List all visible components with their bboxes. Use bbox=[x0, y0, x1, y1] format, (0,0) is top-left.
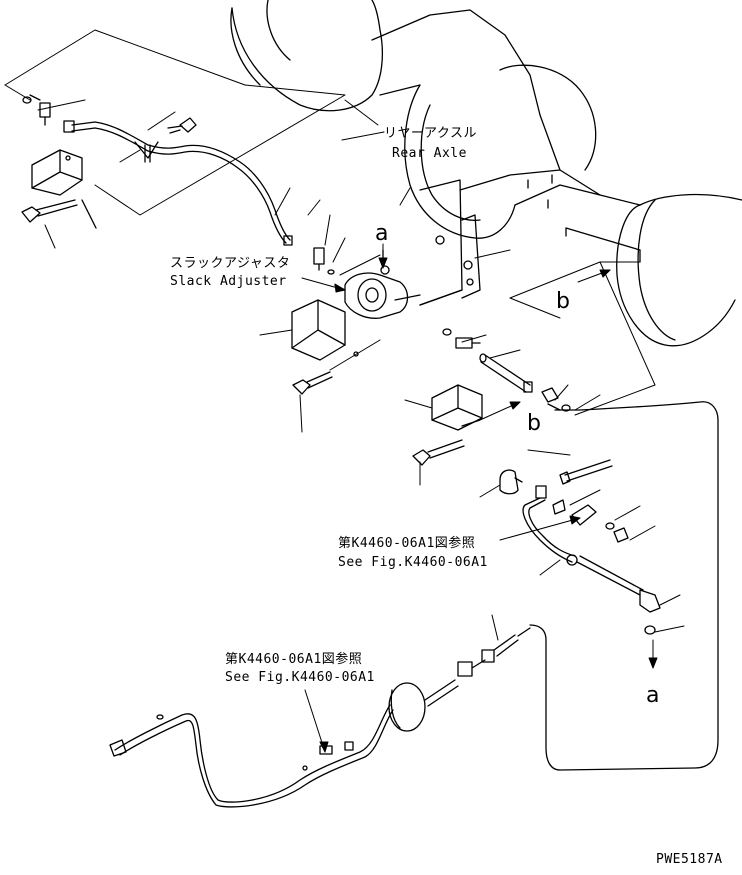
center-cover-plate bbox=[292, 300, 358, 360]
rear-axle-label-jp: リヤーアクスル bbox=[384, 126, 477, 141]
long-brake-line bbox=[530, 402, 718, 770]
adjuster-fittings bbox=[314, 248, 480, 348]
callout-arrows bbox=[302, 132, 657, 752]
right-bolt bbox=[413, 440, 464, 465]
left-cover-plate bbox=[32, 150, 82, 195]
see-fig-reference-1-jp: 第K4460-06A1図参照 bbox=[338, 536, 476, 551]
marker-b-right: b bbox=[556, 289, 570, 314]
short-pipe bbox=[480, 354, 570, 411]
right-clamp bbox=[500, 460, 628, 542]
drawing-number: PWE5187A bbox=[656, 852, 723, 867]
mid-brake-tube bbox=[523, 498, 660, 634]
center-bolt bbox=[293, 372, 332, 394]
see-fig-reference-2-en: See Fig.K4460-06A1 bbox=[225, 670, 375, 685]
axle-bracket bbox=[420, 180, 480, 305]
marker-a-top: a bbox=[375, 221, 389, 246]
bottom-brake-line bbox=[110, 628, 530, 807]
right-wheel bbox=[566, 195, 742, 346]
slack-adjuster-label-jp: スラックアジャスタ bbox=[170, 256, 291, 271]
rear-axle-housing bbox=[231, 0, 640, 238]
left-bolts bbox=[23, 95, 196, 133]
left-mount-bolt bbox=[22, 200, 96, 228]
see-fig-reference-2-jp: 第K4460-06A1図参照 bbox=[225, 652, 363, 667]
leader-lines bbox=[38, 100, 684, 640]
guide-lines bbox=[5, 30, 655, 415]
left-brake-tube bbox=[64, 121, 292, 245]
rear-axle-label-en: Rear Axle bbox=[392, 146, 467, 161]
see-fig-reference-1-en: See Fig.K4460-06A1 bbox=[338, 555, 488, 570]
marker-b-center: b bbox=[527, 411, 541, 436]
marker-a-bottom: a bbox=[646, 683, 660, 708]
slack-adjuster bbox=[335, 250, 420, 318]
right-cover-plate bbox=[432, 385, 482, 430]
slack-adjuster-label-en: Slack Adjuster bbox=[170, 274, 287, 289]
